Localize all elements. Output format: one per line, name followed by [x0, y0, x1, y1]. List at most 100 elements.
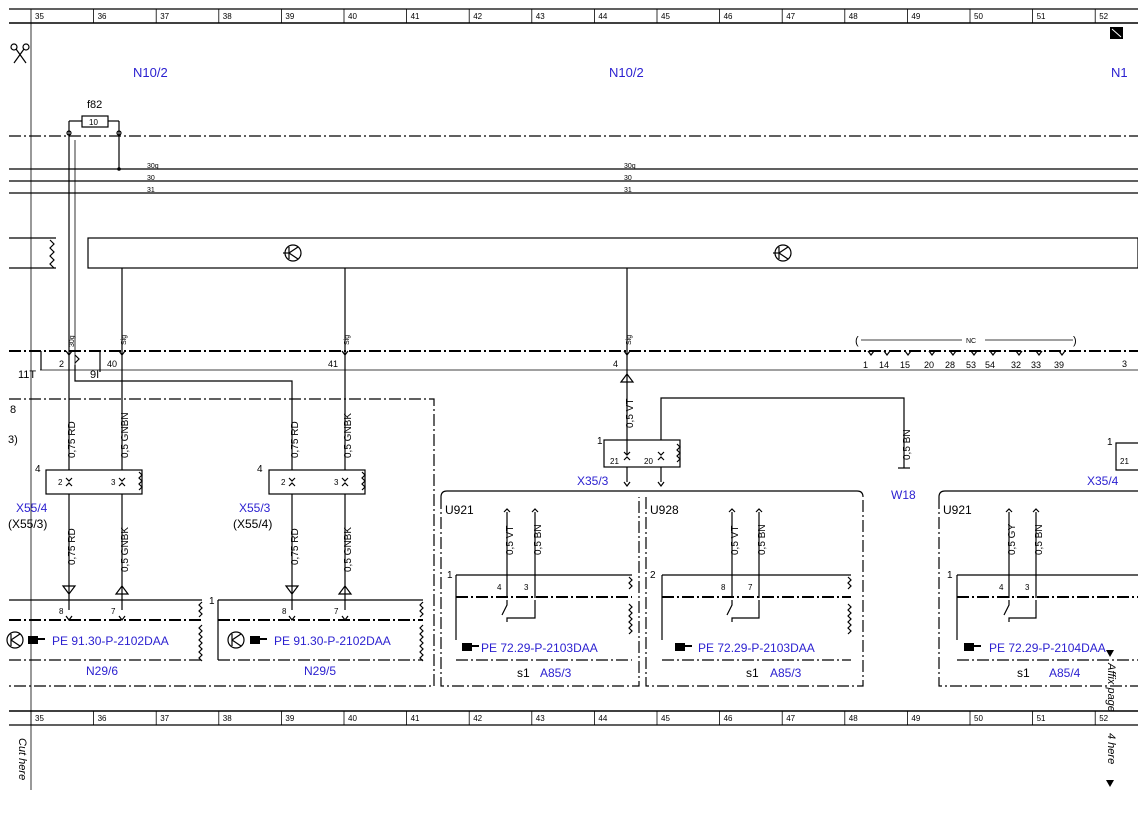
- x55-3-name: X55/3: [239, 501, 271, 515]
- n29-5-ref: PE 91.30-P-2102DAA: [274, 634, 391, 648]
- nc-label: NC: [966, 338, 976, 345]
- nc-pin-number: 53: [966, 360, 976, 370]
- scissors-icon: [10, 43, 30, 64]
- a85-3b-ref: PE 72.29-P-2103DAA: [698, 641, 815, 655]
- nc-pin-stub: [1035, 350, 1043, 356]
- pin-sig-3: Sig: [626, 335, 633, 345]
- ruler-column-number: 35: [35, 12, 44, 21]
- fuse-name: f82: [87, 99, 102, 111]
- nc-pin-number: 28: [945, 360, 955, 370]
- n10-2-label-left: N10/2: [133, 65, 168, 80]
- a85-3a-wire1: 0,5 VT: [505, 526, 516, 555]
- arrow-down-icon: [1106, 780, 1114, 787]
- can-bus-box: [9, 237, 1138, 269]
- connector-x35-4: 1 21 X35/4: [1087, 437, 1138, 488]
- a85-3b-switch: s1: [746, 666, 759, 680]
- a85-3b-pin7: 7: [748, 583, 753, 592]
- nc-pin-stub: [928, 350, 936, 356]
- x35-4-num: 1: [1107, 437, 1113, 448]
- a85-4-wire2: 0,5 BN: [1034, 524, 1045, 555]
- a85-4-pin4: 4: [999, 583, 1004, 592]
- a85-3b-pin8: 8: [721, 583, 726, 592]
- wire-rd-075-a: 0,75 RD: [67, 421, 78, 458]
- ruler-column-number: 45: [661, 714, 670, 723]
- ruler-column-number: 50: [974, 714, 983, 723]
- pin-4: 4: [613, 359, 618, 369]
- ruler-column-number: 43: [536, 714, 545, 723]
- ruler-column-number: 41: [411, 12, 420, 21]
- svg-text:(: (: [855, 335, 859, 347]
- x35-3-num: 1: [597, 436, 603, 447]
- pin-40: 40: [107, 359, 117, 369]
- pointing-hand-icon: [28, 636, 45, 644]
- nc-pin-stub: [1015, 350, 1023, 356]
- x55-4-pin2: 2: [58, 478, 63, 487]
- n1-label-partial: N1: [1111, 65, 1128, 80]
- a85-3a-name: A85/3: [540, 666, 572, 680]
- ruler-column-number: 49: [911, 714, 920, 723]
- a85-3a-ref: PE 72.29-P-2103DAA: [481, 641, 598, 655]
- ruler-column-number: 38: [223, 714, 232, 723]
- transistor-icon: [227, 631, 245, 649]
- ruler-column-number: 50: [974, 12, 983, 21]
- bus-30-label-left: 30: [147, 175, 155, 182]
- a85-3b-num: 2: [650, 570, 656, 581]
- module-n29-5: 1 8 7 PE 91.30-P-2102DAA N29/5: [209, 596, 424, 678]
- pin-30g: 30g: [69, 335, 76, 347]
- ruler-column-number: 37: [160, 12, 169, 21]
- nc-pin-number: 1: [863, 360, 868, 370]
- n10-2-label-mid: N10/2: [609, 65, 644, 80]
- n29-6-pin7: 7: [111, 607, 116, 616]
- pin-41: 41: [328, 359, 338, 369]
- x35-3-pin20: 20: [644, 457, 653, 466]
- a85-4-num: 1: [947, 570, 953, 581]
- ruler-column-number: 45: [661, 12, 670, 21]
- bus-lines: 30g 30 31 30g 30 31: [9, 163, 1138, 194]
- ruler-column-number: 49: [911, 12, 920, 21]
- nc-bracket: ( NC ): [855, 335, 1077, 347]
- ruler-column-number: 51: [1037, 714, 1046, 723]
- x55-3-alt: (X55/4): [233, 517, 272, 531]
- a85-3a-switch: s1: [517, 666, 530, 680]
- wire-gnbk-05-a: 0,5 GNBK: [343, 413, 354, 458]
- x35-3-name: X35/3: [577, 474, 609, 488]
- ruler-column-number: 44: [598, 714, 607, 723]
- a85-3a-variant: U921: [445, 503, 474, 517]
- fuse-rating: 10: [89, 118, 98, 127]
- ruler-column-number: 51: [1037, 12, 1046, 21]
- a85-4-ref: PE 72.29-P-2104DAA: [989, 641, 1106, 655]
- x35-3-pin21: 21: [610, 457, 619, 466]
- x55-3-pin2: 2: [281, 478, 286, 487]
- transistor-icon: [773, 244, 792, 262]
- n29-5-pin7: 7: [334, 607, 339, 616]
- connector-x55-4: 4 2 3 X55/4 (X55/3): [8, 464, 143, 531]
- connector-x55-3: 4 2 3 X55/3 (X55/4): [233, 464, 366, 531]
- n29-6-ref: PE 91.30-P-2102DAA: [52, 634, 169, 648]
- ruler-column-number: 43: [536, 12, 545, 21]
- n29-5-name: N29/5: [304, 664, 336, 678]
- ruler-column-number: 39: [285, 714, 294, 723]
- bus-31-label-left: 31: [147, 187, 155, 194]
- wire-gnbk-05-b: 0,5 GNBK: [120, 527, 131, 572]
- ruler-column-number: 47: [786, 12, 795, 21]
- a85-3b-wire2: 0,5 BN: [757, 524, 768, 555]
- connector-x35-3: 1 21 20 X35/3: [577, 436, 681, 488]
- ruler-column-number: 46: [724, 12, 733, 21]
- pin-2: 2: [59, 359, 64, 369]
- nc-pin-number: 20: [924, 360, 934, 370]
- ruler-column-number: 52: [1099, 714, 1108, 723]
- pointing-hand-icon: [462, 643, 479, 651]
- a85-4-name: A85/4: [1049, 666, 1081, 680]
- nc-pin-number: 15: [900, 360, 910, 370]
- a85-3a-wire2: 0,5 BN: [533, 524, 544, 555]
- affix-page-label: Affix page: [1105, 662, 1117, 712]
- n29-6-name: N29/6: [86, 664, 118, 678]
- x35-4-pin21: 21: [1120, 457, 1129, 466]
- ruler-column-number: 40: [348, 714, 357, 723]
- a85-4-wire1: 0,5 GY: [1007, 524, 1018, 555]
- ruler-column-number: 35: [35, 714, 44, 723]
- nc-pin-stub: [949, 350, 957, 356]
- a85-3b-variant: U928: [650, 503, 679, 517]
- ruler-column-number: 48: [849, 12, 858, 21]
